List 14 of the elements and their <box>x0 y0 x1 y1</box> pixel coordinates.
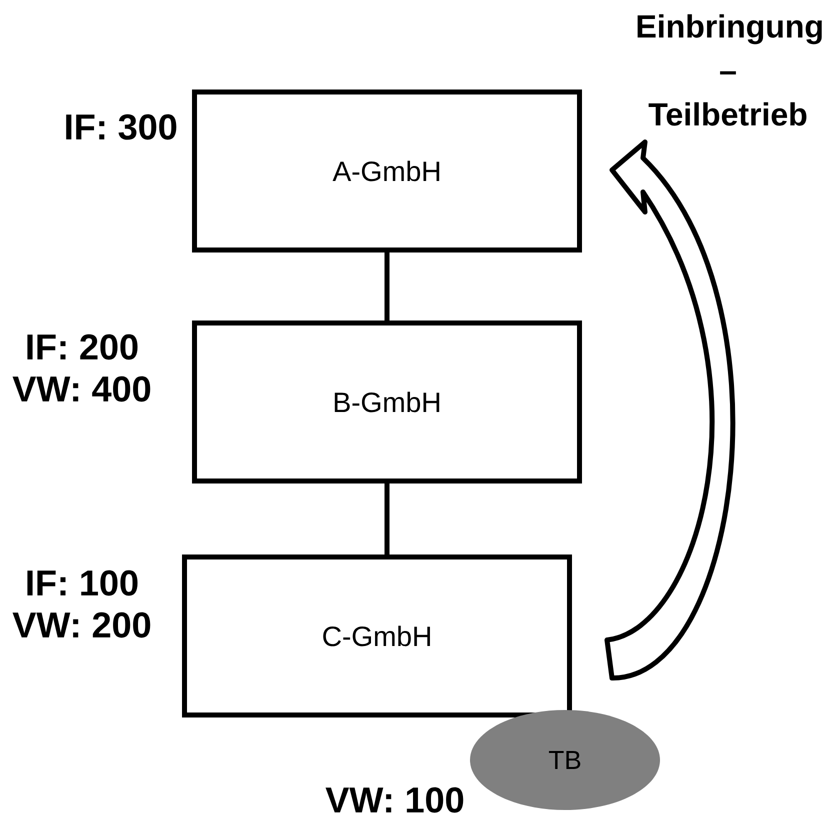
arrow-caption: Einbringung – Teilbetrieb <box>638 14 822 126</box>
company-box: C-GmbH <box>182 554 572 718</box>
connector-line <box>384 252 390 320</box>
value-label: IF: 200 <box>27 334 138 360</box>
company-box: B-GmbH <box>192 320 582 484</box>
ellipse-node: TB <box>470 710 660 810</box>
curved-block-arrow <box>604 140 736 680</box>
value-label: VW: 400 <box>12 376 150 402</box>
company-box: A-GmbH <box>192 90 582 252</box>
value-label: IF: 100 <box>27 570 138 596</box>
connector-line <box>384 484 390 554</box>
value-label: IF: 300 <box>66 114 176 140</box>
value-label: VW: 200 <box>12 612 150 638</box>
value-label: VW: 100 <box>326 787 464 813</box>
